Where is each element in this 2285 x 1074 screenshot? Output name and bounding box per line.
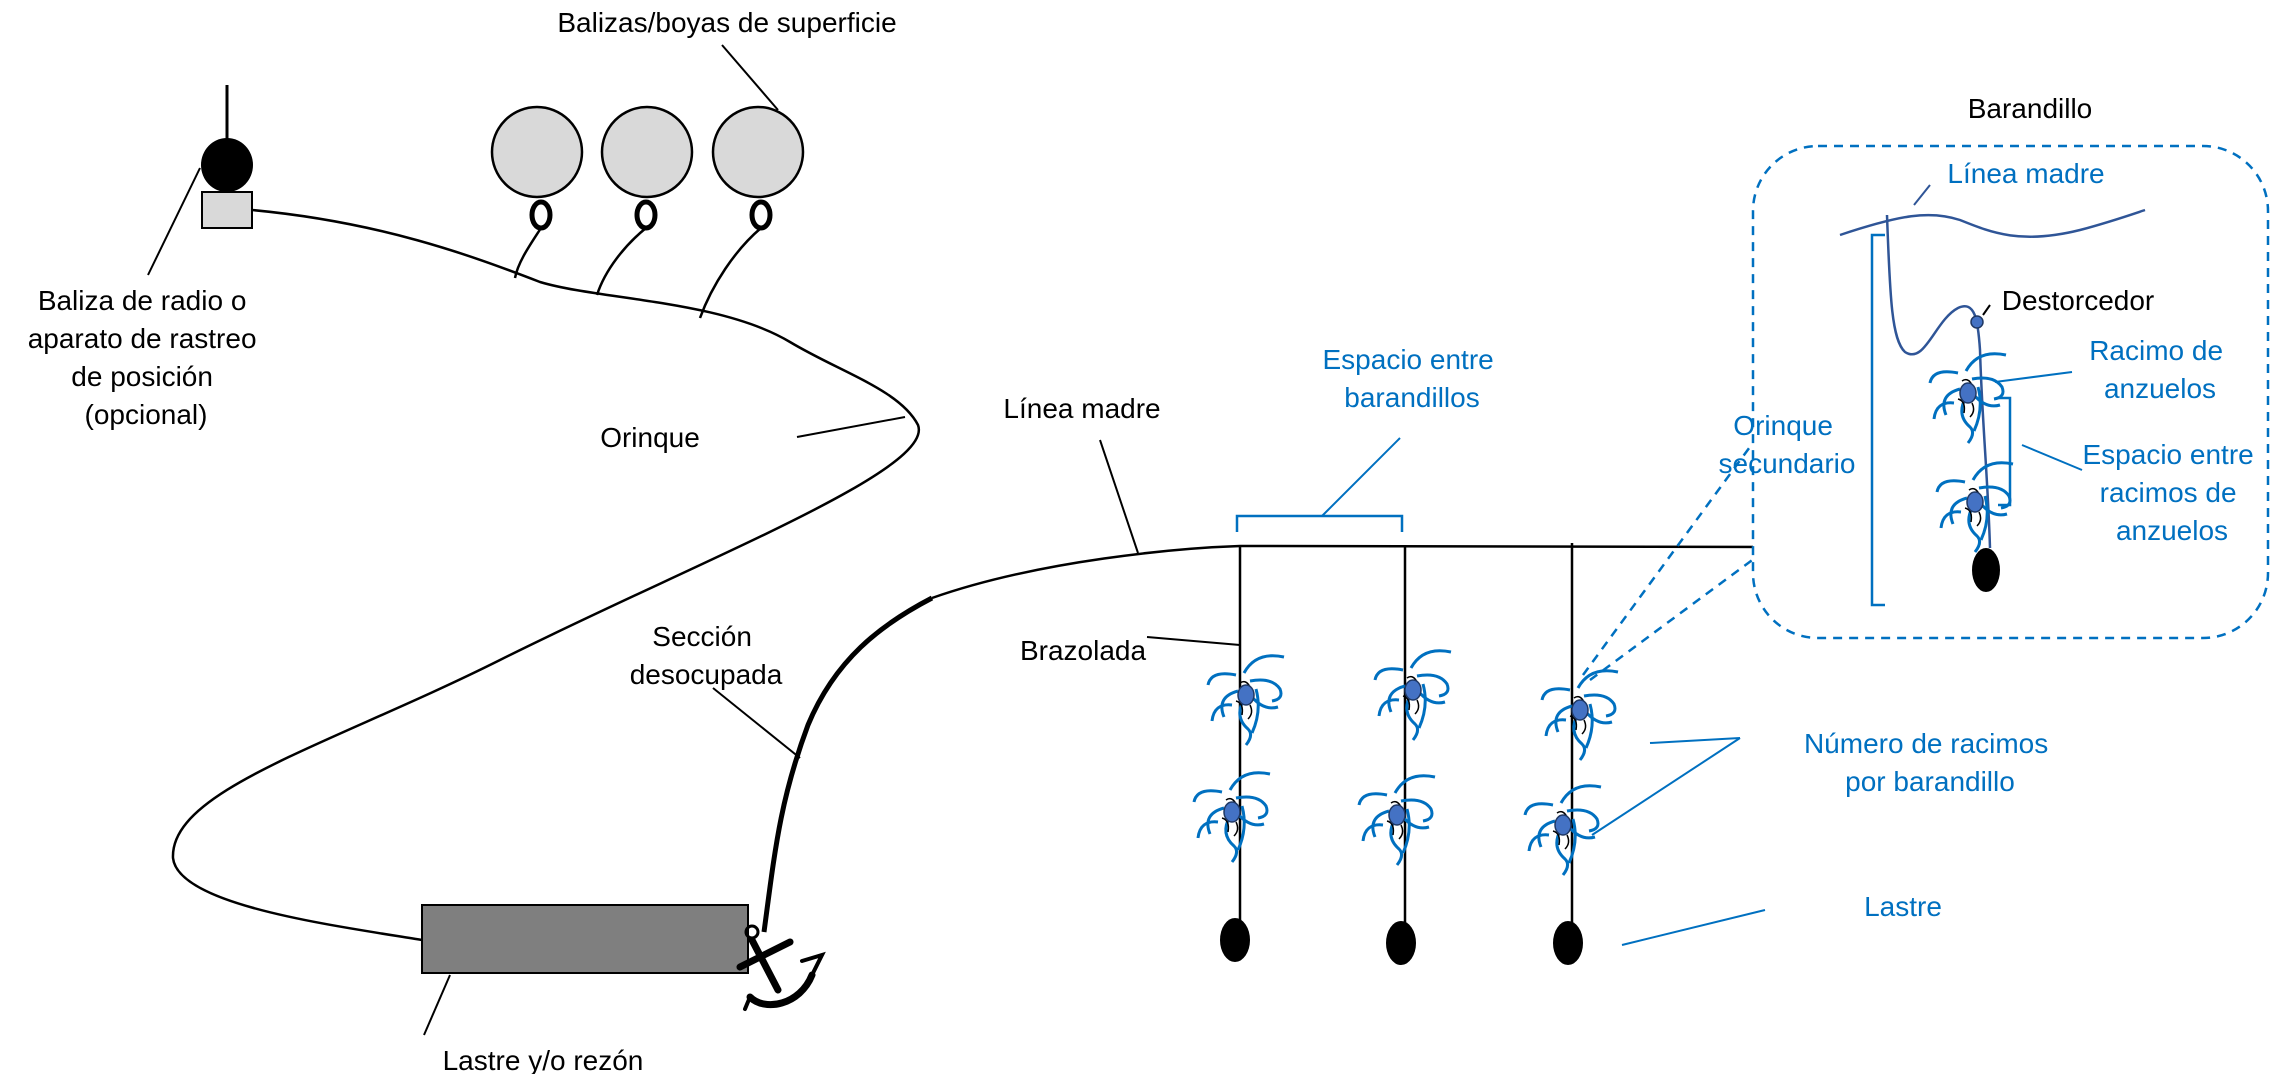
spacing-bracket bbox=[1235, 514, 1404, 532]
radio-beacon-label: Baliza de radio o aparato de rastreo de … bbox=[28, 285, 265, 430]
sinker-weight-icon bbox=[1553, 921, 1583, 965]
spacing-droplines-label: Espacio entre barandillos bbox=[1323, 344, 1502, 413]
ballast-block bbox=[421, 904, 749, 974]
weight-leader bbox=[1621, 909, 1766, 946]
surface-buoys-label: Balizas/boyas de superficie bbox=[557, 7, 896, 38]
hook-cluster-icon bbox=[1206, 654, 1286, 747]
buoys-leader bbox=[721, 44, 779, 111]
ballast-label: Lastre y/o rezón bbox=[443, 1045, 644, 1074]
hook-cluster-icon bbox=[1373, 649, 1453, 742]
hook-cluster-label: Racimo de anzuelos bbox=[2089, 335, 2231, 404]
mainline-leader bbox=[1099, 439, 1139, 554]
weight-label: Lastre bbox=[1864, 891, 1942, 922]
sinker-weight-icon bbox=[1386, 921, 1416, 965]
dropline-2 bbox=[1386, 546, 1416, 965]
inset-zoom-line-2 bbox=[1589, 556, 1756, 682]
hook-cluster-icon bbox=[1192, 771, 1272, 864]
ballast-leader bbox=[423, 974, 451, 1036]
hook-cluster-leader bbox=[1994, 371, 2073, 383]
dropline-1 bbox=[1220, 546, 1250, 962]
hook-cluster-icon bbox=[1357, 774, 1437, 867]
unoccupied-section-line bbox=[761, 595, 934, 933]
orinque-leader bbox=[796, 416, 906, 438]
cluster-spacing-leader bbox=[2021, 444, 2083, 471]
buoy-icon bbox=[490, 105, 584, 279]
inset-secondary-bracket bbox=[1870, 233, 1885, 607]
inset-dropline bbox=[1885, 214, 1992, 549]
clusters-per-dropline-label: Número de racimos por barandillo bbox=[1804, 728, 2056, 797]
sinker-weight-icon bbox=[1972, 548, 2000, 592]
secondary-buoy-line-label: Orinque secundario bbox=[1719, 410, 1856, 479]
spacing-leader bbox=[1321, 437, 1401, 517]
cluster-spacing-label: Espacio entre racimos de anzuelos bbox=[2083, 439, 2262, 546]
swivel-leader bbox=[1982, 304, 1991, 316]
hook-cluster-icon bbox=[1523, 784, 1603, 877]
swivel-label: Destorcedor bbox=[2002, 285, 2155, 316]
cluster-spacing-bracket bbox=[1998, 396, 2012, 507]
unoccupied-section-label: Sección desocupada bbox=[630, 621, 783, 690]
mainline bbox=[931, 544, 1781, 600]
unoccupied-leader bbox=[712, 687, 801, 759]
mainline-label: Línea madre bbox=[1003, 393, 1160, 424]
hook-cluster-icon bbox=[1540, 669, 1620, 762]
buoy-line bbox=[171, 208, 921, 942]
inset-mainline-leader bbox=[1913, 184, 1931, 206]
swivel-icon bbox=[1970, 315, 1984, 329]
radio-beacon-leader bbox=[147, 167, 201, 276]
inset-mainline bbox=[1839, 208, 2146, 238]
inset-mainline-label: Línea madre bbox=[1947, 158, 2104, 189]
buoy-line-label: Orinque bbox=[600, 422, 700, 453]
radio-beacon-icon bbox=[201, 85, 253, 229]
clusters-leader-2 bbox=[1591, 737, 1741, 836]
inset-box bbox=[1751, 144, 2270, 640]
inset-title: Barandillo bbox=[1968, 93, 2093, 124]
buoy-icon bbox=[698, 105, 805, 319]
inset-zoom-line-1 bbox=[1581, 439, 1757, 676]
clusters-leader-1 bbox=[1649, 737, 1741, 744]
branchline-leader bbox=[1146, 636, 1241, 646]
buoy-icon bbox=[595, 105, 694, 296]
anchor-icon bbox=[736, 924, 826, 1011]
sinker-weight-icon bbox=[1220, 918, 1250, 962]
branchline-label: Brazolada bbox=[1020, 635, 1147, 666]
dropline-3 bbox=[1553, 543, 1583, 965]
